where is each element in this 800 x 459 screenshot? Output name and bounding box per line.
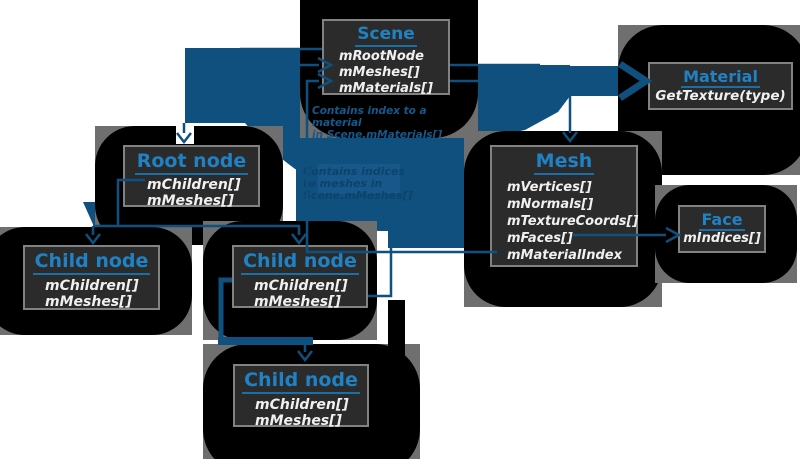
member-label: mMeshes[]	[339, 64, 420, 80]
annotation-line: Contains index to a material	[312, 105, 427, 129]
member-list: mChildren[]mMeshes[]	[25, 275, 158, 310]
member-label: mChildren[]	[45, 277, 139, 294]
annotation-material-index: Contains index to a material in Scene.mM…	[312, 105, 472, 141]
node-title: Child node	[242, 369, 360, 394]
annotation-line: Scene.mMeshes[]	[303, 189, 413, 202]
member-label: mMeshes[]	[254, 293, 341, 310]
member-label: mMaterialIndex	[507, 247, 622, 263]
node-title: Scene	[355, 24, 417, 47]
member-list: mChildren[]mMeshes[]	[125, 175, 258, 209]
annotation-mesh-indices: Contains indices to meshes in Scene.mMes…	[303, 166, 413, 202]
member-list: mIndices[]	[680, 231, 764, 246]
node-child-mid: Child node mChildren[]mMeshes[]	[232, 245, 368, 310]
node-mesh: Mesh mVertices[]mNormals[]mTextureCoords…	[490, 145, 638, 267]
member-label: mChildren[]	[254, 277, 348, 294]
member-label: mFaces[]	[507, 230, 573, 246]
member-label: mMeshes[]	[255, 412, 342, 429]
flow-left-lobe	[185, 48, 312, 123]
member-label: GetTexture(type)	[655, 88, 786, 105]
node-title: Root node	[134, 150, 249, 175]
member-label: mRootNode	[339, 48, 424, 64]
member-list: mChildren[]mMeshes[]	[235, 394, 367, 429]
node-title: Material	[681, 67, 760, 89]
blob-connector-strip	[388, 300, 405, 360]
node-material: Material GetTexture(type)	[648, 62, 793, 110]
member-list: GetTexture(type)	[650, 88, 791, 105]
root-arrow-notch	[176, 126, 194, 144]
flow-material-ribbon	[560, 66, 618, 96]
member-label: mTextureCoords[]	[507, 213, 639, 229]
member-list: mVertices[]mNormals[]mTextureCoords[]mFa…	[492, 175, 639, 264]
node-title: Mesh	[533, 150, 595, 175]
node-child-bottom: Child node mChildren[]mMeshes[]	[233, 364, 369, 429]
member-label: mIndices[]	[683, 231, 761, 247]
node-title: Child node	[241, 250, 359, 275]
member-label: mMeshes[]	[147, 192, 234, 209]
member-label: mVertices[]	[507, 179, 592, 195]
member-label: mChildren[]	[255, 396, 349, 413]
member-label: mNormals[]	[507, 196, 594, 212]
node-title: Face	[699, 210, 745, 232]
member-label: mChildren[]	[147, 176, 241, 193]
node-root: Root node mChildren[]mMeshes[]	[123, 145, 260, 209]
annotation-line: in Scene.mMaterials[]	[312, 129, 443, 141]
member-label: mMaterials[]	[339, 80, 434, 96]
node-child-left: Child node mChildren[]mMeshes[]	[23, 245, 160, 310]
node-face: Face mIndices[]	[678, 205, 766, 253]
member-label: mMeshes[]	[45, 293, 132, 310]
member-list: mChildren[]mMeshes[]	[234, 275, 366, 310]
node-title: Child node	[32, 250, 151, 275]
